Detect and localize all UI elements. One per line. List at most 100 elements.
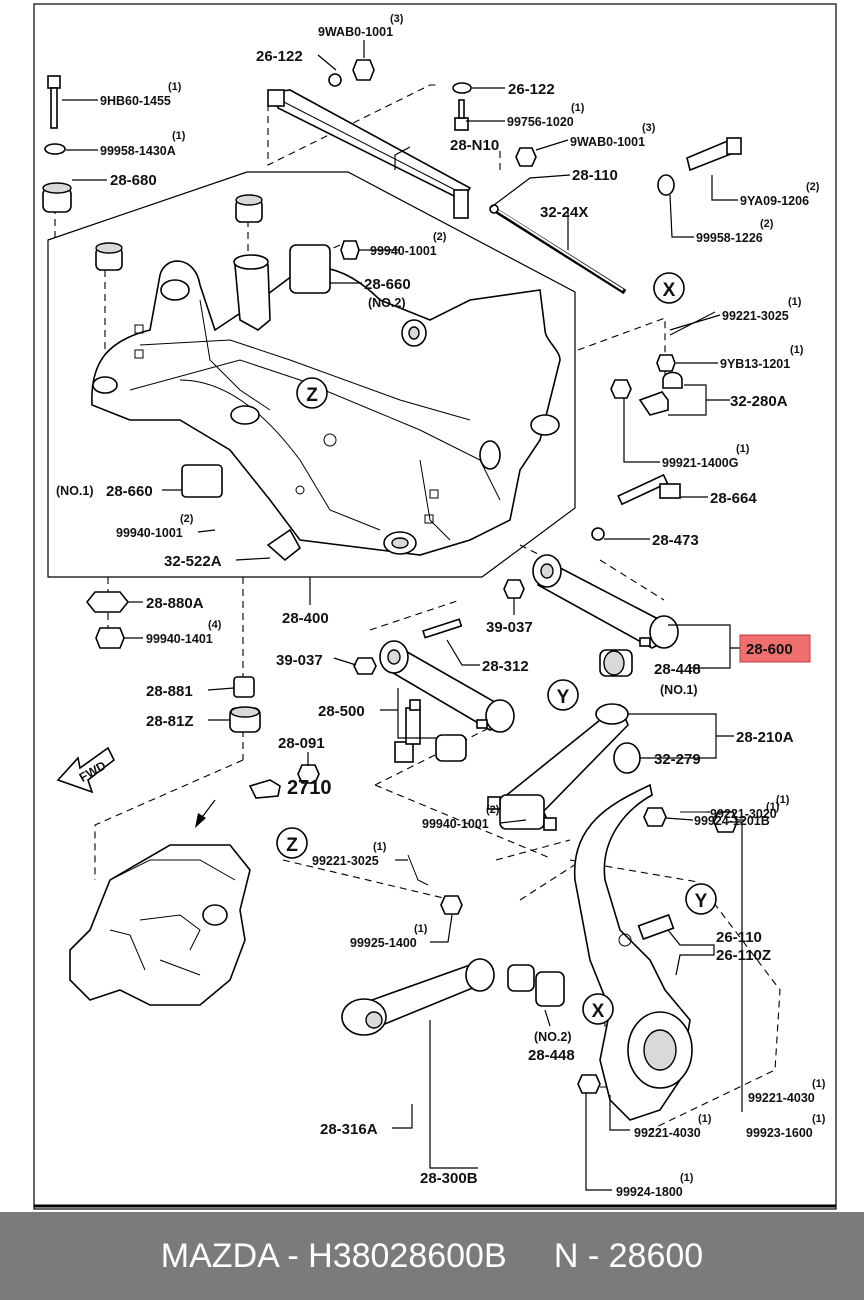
label-99221-3025-left: 99221-3025 <box>312 854 379 868</box>
label-28-660-left: 28-660 <box>106 483 153 500</box>
qty-99940-1001-left: (2) <box>180 513 194 525</box>
label-99924-1201b: 99924-1201B <box>694 814 770 828</box>
label-no2-28-448: (NO.2) <box>534 1030 572 1044</box>
highlight-28-600 <box>739 634 811 663</box>
qty-99221-3020: (1) <box>776 794 790 806</box>
qty-99221-4030-right: (1) <box>812 1078 826 1090</box>
qty-99756-1020: (1) <box>571 102 585 114</box>
label-28-500: 28-500 <box>318 703 365 720</box>
qty-9ya09-1206: (2) <box>806 181 820 193</box>
label-28-600: 28-600 <box>746 641 793 658</box>
circle-x-knuckle: X <box>592 1001 605 1022</box>
qty-9wab0-1001-top: (3) <box>390 13 404 25</box>
label-28-316a: 28-316A <box>320 1121 378 1138</box>
footer-part-number: MAZDA - H38028600B N - 28600 <box>160 1236 704 1275</box>
qty-99940-1001-mid: (2) <box>486 804 500 816</box>
crossmember-bar <box>267 89 472 219</box>
subframe-tower <box>233 254 271 331</box>
label-39-037-right: 39-037 <box>486 619 533 636</box>
diagram-svg: FWD <box>33 3 837 1210</box>
label-99923-1600: 99923-1600 <box>746 1126 813 1140</box>
label-28-110: 28-110 <box>572 167 618 184</box>
label-99924-1800: 99924-1800 <box>616 1185 683 1199</box>
label-99221-4030-right: 99221-4030 <box>748 1091 815 1105</box>
label-28-680: 28-680 <box>110 172 157 189</box>
label-99221-4030-bottom: 99221-4030 <box>634 1126 701 1140</box>
label-28-091: 28-091 <box>278 735 325 752</box>
label-28-881: 28-881 <box>146 683 193 700</box>
label-28-880a: 28-880A <box>146 595 204 612</box>
label-99221-3025-right: 99221-3025 <box>722 309 789 323</box>
label-26-110: 26-110 <box>716 929 762 946</box>
qty-99958-1226: (2) <box>760 218 774 230</box>
knuckle-26-110 <box>573 783 693 1121</box>
label-32-24x: 32-24X <box>540 204 588 221</box>
label-99940-1001-left: 99940-1001 <box>116 526 183 540</box>
label-99940-1001-top: 99940-1001 <box>370 244 437 258</box>
label-99921-1400g: 99921-1400G <box>662 456 738 470</box>
lower-link-28-300B <box>341 958 565 1036</box>
lateral-link-28-500 <box>379 640 515 762</box>
crossmember-main <box>91 260 561 556</box>
qty-99958-1430a: (1) <box>172 130 186 142</box>
circle-y-knuckle: Y <box>695 891 708 912</box>
qty-99924-1800: (1) <box>680 1172 694 1184</box>
qty-99921-1400g: (1) <box>736 443 750 455</box>
label-9ya09-1206: 9YA09-1206 <box>740 194 809 208</box>
label-28-448-no2: 28-448 <box>528 1047 575 1064</box>
label-leaders <box>62 40 745 1191</box>
frame-bushings <box>42 182 427 562</box>
label-28-400: 28-400 <box>282 610 329 627</box>
label-32-522a: 32-522A <box>164 553 222 570</box>
circle-z-subframe: Z <box>306 385 318 406</box>
label-9wab0-1001-top: 9WAB0-1001 <box>318 25 393 39</box>
label-9wab0-1001-mid: 9WAB0-1001 <box>570 135 645 149</box>
qty-99221-3025-right: (1) <box>788 296 802 308</box>
upper-arm-28-600 <box>532 554 679 677</box>
qty-99221-4030-bottom: (1) <box>698 1113 712 1125</box>
qty-99940-1001-top: (2) <box>433 231 447 243</box>
qty-9hb60-1455: (1) <box>168 81 182 93</box>
footer-bar: MAZDA - H38028600B N - 28600 <box>0 1212 864 1300</box>
label-28-312: 28-312 <box>482 658 529 675</box>
label-28-448-no1: 28-448 <box>654 661 701 678</box>
label-9hb60-1455: 9HB60-1455 <box>100 94 171 108</box>
label-99940-1001-mid: 99940-1001 <box>422 817 489 831</box>
label-99958-1226: 99958-1226 <box>696 231 763 245</box>
diagram-border <box>33 3 837 1210</box>
circle-y-right: Y <box>557 687 570 708</box>
label-28-81z: 28-81Z <box>146 713 194 730</box>
label-no1-28-448: (NO.1) <box>660 683 698 697</box>
label-28-664: 28-664 <box>710 490 757 507</box>
label-2710: 2710 <box>287 777 332 799</box>
differential-2710 <box>69 779 281 1006</box>
label-28-660-top: 28-660 <box>364 276 411 293</box>
label-28-210a: 28-210A <box>736 729 794 746</box>
parts-diagram: FWD <box>33 3 837 1210</box>
label-28-473: 28-473 <box>652 532 699 549</box>
label-32-279: 32-279 <box>654 751 701 768</box>
label-28-300b: 28-300B <box>420 1170 478 1187</box>
label-26-122-a: 26-122 <box>256 48 303 65</box>
label-28-n10: 28-N10 <box>450 137 499 154</box>
label-99221-3020: 99221-3020 <box>710 807 777 821</box>
label-9yb13-1201: 9YB13-1201 <box>720 357 790 371</box>
label-26-122-b: 26-122 <box>508 81 555 98</box>
circle-z-diff: Z <box>286 835 298 856</box>
qty-9yb13-1201: (1) <box>790 344 804 356</box>
qty-99924-1201b: (1) <box>766 801 780 813</box>
callout-circles: X Z Y Z Y X <box>276 272 717 1025</box>
circle-x-top: X <box>663 280 676 301</box>
part-labels: 9WAB0-1001 (3) 26-122 26-122 9HB60-1455 … <box>56 13 826 1199</box>
label-99925-1400: 99925-1400 <box>350 936 417 950</box>
label-99958-1430a: 99958-1430A <box>100 144 176 158</box>
label-39-037-left: 39-037 <box>276 652 323 669</box>
fwd-arrow: FWD <box>56 746 116 794</box>
qty-99221-3025-left: (1) <box>373 841 387 853</box>
qty-99923-1600: (1) <box>812 1113 826 1125</box>
qty-99940-1401: (4) <box>208 619 222 631</box>
label-32-280a: 32-280A <box>730 393 788 410</box>
dashed-leaders <box>54 84 781 1131</box>
subframe-box <box>47 171 576 578</box>
label-no2-28-660: (NO.2) <box>368 296 406 310</box>
